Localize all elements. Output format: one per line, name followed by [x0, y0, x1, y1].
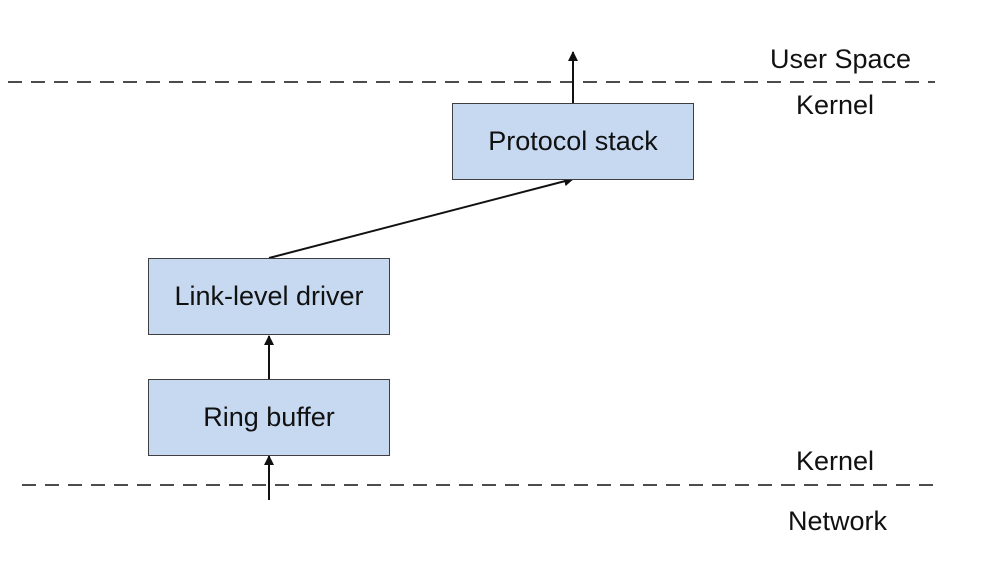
protocol-stack-label: Protocol stack [488, 126, 658, 156]
ring-buffer-box: Ring buffer [148, 379, 390, 456]
network-label: Network [788, 506, 888, 536]
user-space-label: User Space [770, 44, 912, 74]
ring-buffer-label: Ring buffer [203, 402, 335, 432]
link-level-driver-box: Link-level driver [148, 258, 390, 335]
link-level-driver-label: Link-level driver [174, 281, 364, 311]
link-driver-to-protocol-stack-arrow [268, 176, 574, 259]
protocol-stack-box: Protocol stack [452, 103, 694, 180]
kernel-label-bottom: Kernel [796, 446, 875, 476]
kernel-label-top: Kernel [796, 90, 875, 120]
